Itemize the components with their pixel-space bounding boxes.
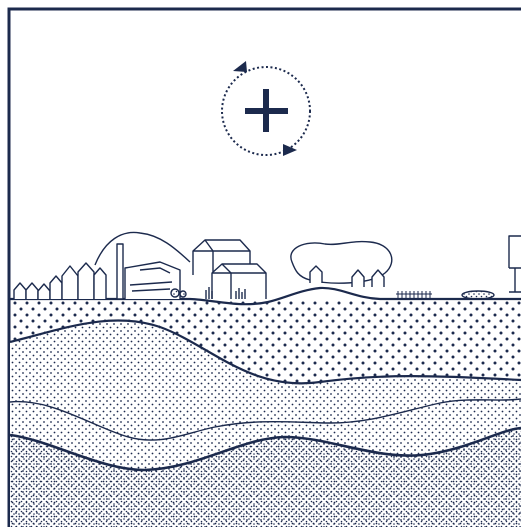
strata: [10, 299, 521, 527]
surface-landscape: [10, 232, 521, 304]
plus-cycle-icon: [222, 61, 310, 156]
